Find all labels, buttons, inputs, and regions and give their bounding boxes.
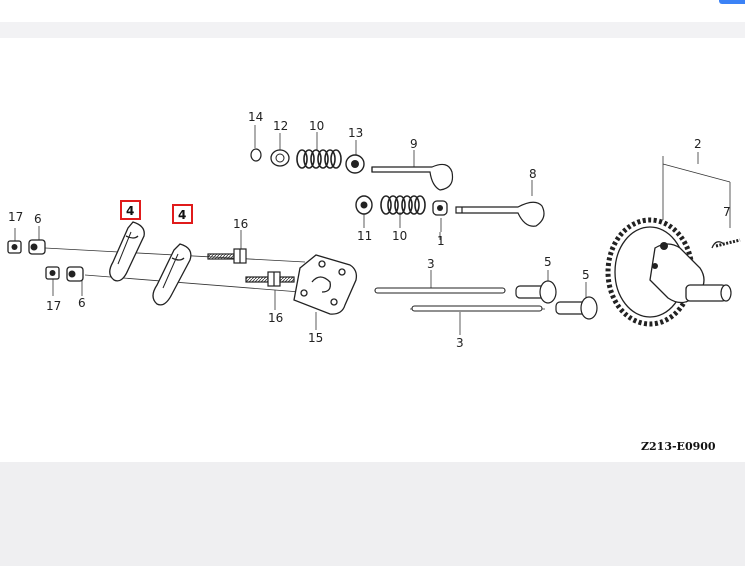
part-5-tappet-upper[interactable]: [515, 280, 557, 304]
label-10-upper: 10: [309, 119, 324, 133]
label-6-upper: 6: [34, 212, 42, 226]
part-3-push-rod-lower[interactable]: [411, 305, 543, 312]
part-labels: 14 12 10 13 9 8 2 7 11 10 1 17 6 16 3 5 …: [8, 110, 731, 350]
part-5-tappet-lower[interactable]: [555, 296, 598, 320]
part-6-pivot-upper[interactable]: [28, 239, 46, 255]
label-2: 2: [694, 137, 702, 151]
label-15: 15: [308, 331, 323, 345]
parts-diagram: 14 12 10 13 9 8 2 7 11 10 1 17 6 16 3 5 …: [0, 38, 745, 462]
label-1: 1: [437, 234, 445, 248]
highlight-part-4-a[interactable]: 4: [120, 200, 141, 220]
label-4-a: 4: [126, 204, 134, 218]
label-7: 7: [723, 205, 731, 219]
part-14-cotter[interactable]: [250, 148, 262, 162]
label-16-lower: 16: [268, 311, 283, 325]
highlight-box: [172, 204, 193, 224]
label-5-lower: 5: [582, 268, 590, 282]
part-6-pivot-lower[interactable]: [66, 266, 84, 282]
label-17-upper: 17: [8, 210, 23, 224]
label-6-lower: 6: [78, 296, 86, 310]
part-3-push-rod-upper[interactable]: [374, 287, 506, 294]
label-11: 11: [357, 229, 372, 243]
label-16-upper: 16: [233, 217, 248, 231]
highlight-part-4-b[interactable]: 4: [172, 204, 193, 224]
footer-area: [0, 462, 745, 566]
diagram-code: Z213-E0900: [641, 440, 716, 453]
label-3-lower: 3: [456, 336, 464, 350]
part-4-rocker-arm-left[interactable]: [109, 221, 145, 282]
part-9-valve-exhaust[interactable]: [371, 163, 454, 191]
label-12: 12: [273, 119, 288, 133]
part-10-valve-spring-lower[interactable]: [380, 195, 426, 215]
top-toolbar-strip: [0, 0, 745, 22]
part-10-valve-spring-upper[interactable]: [296, 149, 342, 169]
part-17-nut-lower[interactable]: [45, 266, 60, 280]
part-11-spring-retainer[interactable]: [355, 195, 373, 215]
label-17-lower: 17: [46, 299, 61, 313]
part-8-valve-intake[interactable]: [455, 201, 545, 227]
part-16-pivot-bolt-lower[interactable]: [245, 271, 295, 287]
label-3-upper: 3: [427, 257, 435, 271]
label-8: 8: [529, 167, 537, 181]
label-4-b: 4: [178, 208, 186, 222]
exploded-view-svg: 14 12 10 13 9 8 2 7 11 10 1 17 6 16 3 5 …: [7, 110, 741, 453]
label-10-lower: 10: [392, 229, 407, 243]
part-2-camshaft-gear[interactable]: [605, 217, 732, 327]
part-7-spring-pin[interactable]: [711, 238, 741, 249]
label-14: 14: [248, 110, 263, 124]
part-16-pivot-bolt-upper[interactable]: [207, 248, 247, 264]
header-band: [0, 22, 745, 38]
corner-button[interactable]: [719, 0, 745, 4]
part-4-rocker-arm-right[interactable]: [152, 243, 192, 306]
part-15-guide-plate[interactable]: [293, 254, 358, 315]
part-1-valve-cap[interactable]: [432, 200, 448, 216]
label-5-upper: 5: [544, 255, 552, 269]
label-9: 9: [410, 137, 418, 151]
part-12-stem-seal[interactable]: [270, 149, 290, 167]
part-17-nut-upper[interactable]: [7, 240, 22, 254]
label-13: 13: [348, 126, 363, 140]
highlight-box: [120, 200, 141, 220]
part-13-spring-retainer[interactable]: [345, 154, 365, 174]
